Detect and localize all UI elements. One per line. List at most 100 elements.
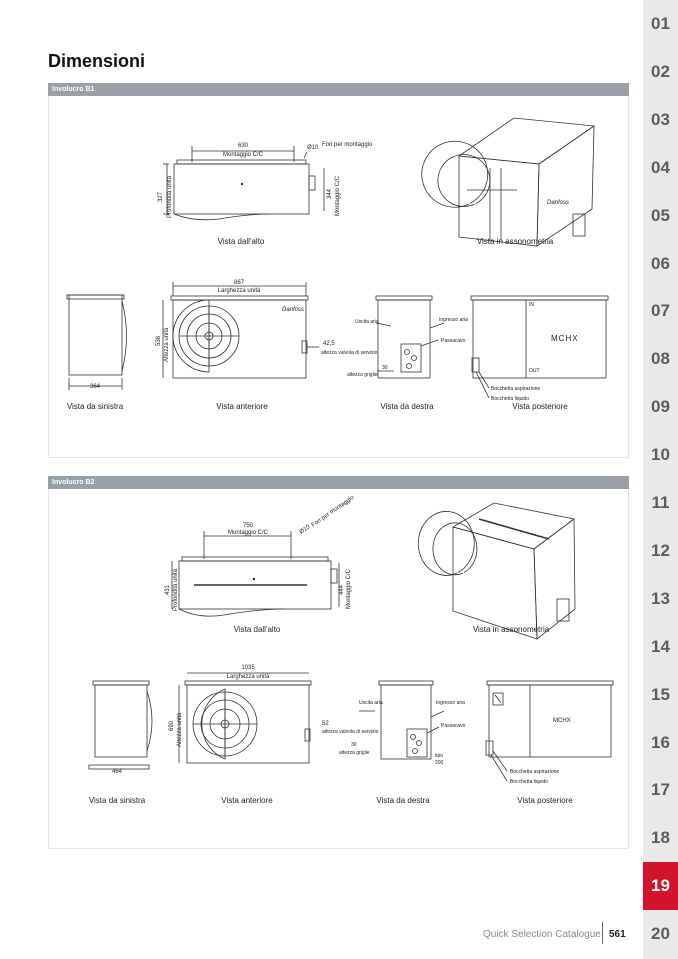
dimension-drawings-b2: 750 Montaggio C/C Ø10 Fori per montaggio… [88, 494, 614, 805]
front-view-b2-valve-dim: 52 [322, 721, 329, 727]
brand-logo-iso: Danfoss [547, 200, 569, 206]
chapter-nav-item-03[interactable]: 03 [651, 110, 670, 129]
chapter-nav-item-18[interactable]: 18 [651, 828, 670, 847]
page-title: Dimensioni [48, 51, 146, 71]
dimension-drawings-b1: 630 Montaggio C/C Ø10 Fori per montaggio… [66, 117, 609, 411]
front-view-valve-label: altezza valvola di servizio [321, 350, 378, 356]
rear-view-out: OUT [529, 368, 540, 374]
rear-view-b2-liquid: Bocchetta liquido [510, 779, 548, 785]
footer-page-number: 561 [609, 929, 626, 940]
chapter-nav-item-15[interactable]: 15 [651, 685, 670, 704]
right-view-caption: Vista da destra [380, 402, 434, 411]
top-view-b2-holes-label: Fori per montaggio [311, 494, 356, 528]
top-view-b1: 630 Montaggio C/C Ø10 Fori per montaggio… [158, 142, 373, 246]
top-view-holes-dim: Ø10 [307, 145, 319, 151]
chapter-nav-item-09[interactable]: 09 [651, 397, 670, 416]
top-view-mount-dim: 344 [327, 188, 333, 199]
right-view-b2-tipo-dim: 200 [435, 760, 444, 766]
chapter-nav-item-19[interactable]: 19 [643, 862, 678, 910]
front-view-b2-height-label: Altezza unità [177, 712, 183, 747]
right-view-b2: Uscita aria Ingresso aria Passacavo 30 a… [339, 680, 466, 805]
chapter-nav-item-01[interactable]: 01 [651, 14, 670, 33]
top-view-width-label: Montaggio C/C [223, 152, 264, 158]
left-view-b2-caption: Vista da sinistra [89, 796, 146, 805]
chapter-nav-item-08[interactable]: 08 [651, 349, 670, 368]
front-view-b2-valve-label: altezza valvola di servizio [322, 729, 379, 735]
section-header-b1: Involucro B1 [48, 83, 629, 96]
front-view-b2-width-dim: 1035 [241, 665, 255, 671]
isometric-view-b2: Vista in assonometria [417, 502, 576, 640]
front-view-b2: 1035 Larghezza unità 690 Altezza unità 5… [169, 665, 379, 805]
footer-divider [602, 922, 603, 944]
rear-view-b2-suction: Bocchetta aspirazione [510, 769, 559, 775]
chapter-nav-item-11[interactable]: 11 [651, 493, 670, 512]
top-view-b2-width-dim: 750 [243, 523, 254, 529]
rear-view-b2-caption: Vista posteriore [517, 796, 573, 805]
top-view-width-dim: 630 [238, 143, 249, 149]
right-view-grille-dim: 30 [382, 365, 388, 371]
front-view-valve-dim: 42,5 [323, 341, 335, 347]
front-view-height-label: Altezza unità [164, 327, 170, 362]
right-view-b2-outlet: Uscita aria [359, 700, 383, 706]
right-view-b2-caption: Vista da destra [376, 796, 430, 805]
chapter-nav: 01 02 03 04 05 06 07 08 09 10 11 12 13 14 15 16 17 18 19 20 [643, 0, 678, 959]
chapter-nav-item-14[interactable]: 14 [651, 637, 670, 656]
chapter-nav-item-12[interactable]: 12 [651, 541, 670, 560]
section-b2: 750 Montaggio C/C Ø10 Fori per montaggio… [48, 489, 629, 849]
right-view-b1: Uscita aria Ingresso aria Passacavo 30 a… [347, 295, 468, 411]
left-view-b2: 464 Vista da sinistra [88, 680, 153, 805]
chapter-nav-item-17[interactable]: 17 [651, 780, 670, 799]
rear-view-b2: MCHX Bocchetta aspirazione Bocchetta liq… [485, 680, 614, 805]
chapter-nav-item-10[interactable]: 10 [651, 445, 670, 464]
section-header-b2: Involucro B2 [48, 476, 629, 489]
chapter-nav-item-13[interactable]: 13 [651, 589, 670, 608]
right-view-outlet: Uscita aria [355, 319, 379, 325]
left-view-b1: 364 Vista da sinistra [66, 294, 127, 411]
rear-view-b1: IN OUT MCHX Bocchetta aspirazione Bocche… [470, 295, 609, 411]
chapter-nav-item-04[interactable]: 04 [651, 158, 670, 177]
front-view-b2-caption: Vista anteriore [221, 796, 273, 805]
top-view-b2-mount-dim: 444 [339, 584, 345, 595]
chapter-nav-item-05[interactable]: 05 [651, 206, 670, 225]
top-view-b2: 750 Montaggio C/C Ø10 Fori per montaggio… [165, 494, 356, 634]
chapter-nav-item-20[interactable]: 20 [651, 924, 670, 943]
chapter-nav-item-06[interactable]: 06 [651, 254, 670, 273]
chapter-nav-item-02[interactable]: 02 [651, 62, 670, 81]
top-view-holes-label-text: Fori per montaggio [322, 142, 373, 148]
top-view-holes-label: Fori per montaggio [322, 142, 373, 148]
front-view-b2-height-dim: 690 [169, 720, 175, 731]
rear-view-liquid: Bocchetta liquido [491, 396, 529, 402]
left-view-b2-dim: 464 [112, 769, 123, 775]
iso-caption: Vista in assonometria [477, 237, 554, 246]
right-view-b2-grille-label: altezza griglie [339, 750, 370, 756]
left-view-caption: Vista da sinistra [67, 402, 124, 411]
top-view-mount-label: Montaggio C/C [335, 175, 341, 216]
chapter-nav-item-07[interactable]: 07 [651, 301, 670, 320]
top-view-b2-depth-dim: 431 [165, 584, 171, 595]
iso-b2-caption: Vista in assonometria [473, 625, 550, 634]
rear-view-suction: Bocchetta aspirazione [491, 386, 540, 392]
top-view-b2-caption: Vista dall'alto [234, 625, 281, 634]
right-view-b2-grille-dim: 30 [351, 742, 357, 748]
chapter-nav-item-16[interactable]: 16 [651, 733, 670, 752]
front-view-height-dim: 538 [156, 335, 162, 346]
right-view-b2-cable: Passacavo [441, 723, 466, 729]
top-view-b2-holes-dim: Ø10 [299, 524, 312, 536]
top-view-b2-width-label: Montaggio C/C [228, 530, 269, 536]
top-view-b2-depth-label: Profondità unità [173, 568, 179, 611]
right-view-grille-label: altezza griglie [347, 372, 378, 378]
rear-view-caption: Vista posteriore [512, 402, 568, 411]
front-view-b1: Danfoss 867 Larghezza unità 538 Altezza … [156, 280, 378, 411]
top-view-caption: Vista dall'alto [218, 237, 265, 246]
right-view-b2-inlet: Ingresso aria [436, 700, 465, 706]
right-view-inlet: Ingresso aria [439, 317, 468, 323]
right-view-b2-tipo-label: tipo [435, 753, 443, 759]
top-view-depth-label: Profondità unità [167, 175, 173, 218]
front-view-caption: Vista anteriore [216, 402, 268, 411]
rear-view-b2-coil: MCHX [553, 718, 571, 724]
rear-view-coil: MCHX [551, 334, 579, 343]
front-view-width-dim: 867 [234, 280, 245, 286]
brand-logo-front: Danfoss [282, 307, 304, 313]
front-view-width-label: Larghezza unità [218, 288, 261, 294]
isometric-view-b1: Danfoss Vista in assonometria [421, 117, 596, 247]
